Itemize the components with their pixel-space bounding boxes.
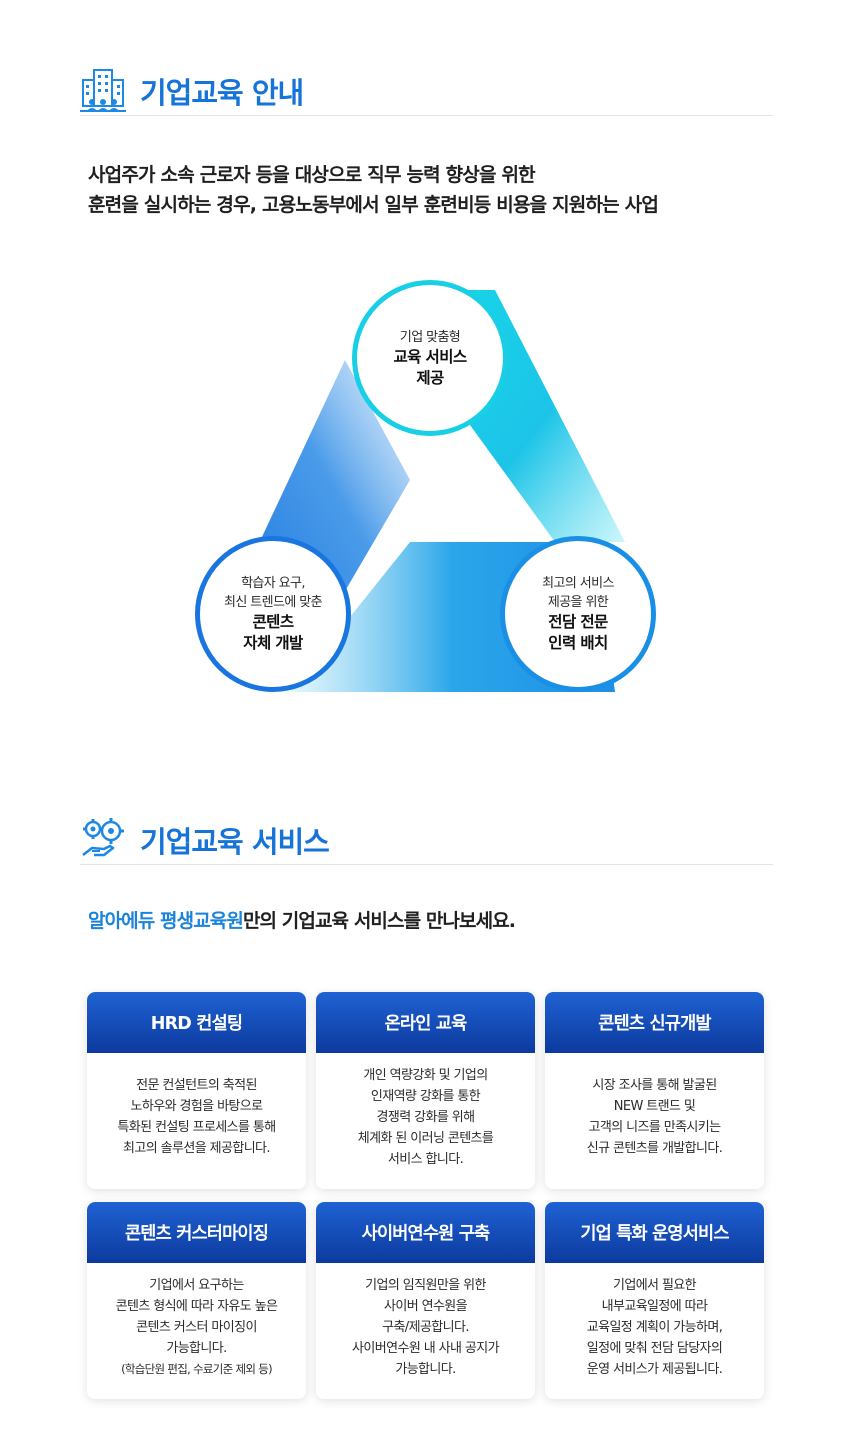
- card-body: 시장 조사를 통해 발굴된 NEW 트랜드 및 고객의 니즈를 만족시키는 신규…: [545, 1053, 764, 1159]
- card-title: HRD 컨설팅: [87, 992, 306, 1053]
- card-note: (학습단원 편집, 수료기준 제외 등): [121, 1362, 272, 1376]
- card-line: 고객의 니즈를 만족시키는: [588, 1120, 721, 1135]
- card-line: 특화된 컨설팅 프로세스를 통해: [117, 1120, 276, 1135]
- card-title: 콘텐츠 신규개발: [545, 992, 764, 1053]
- circle-expert-staff: 최고의 서비스 제공을 위한 전담 전문 인력 배치: [500, 536, 656, 692]
- card-body: 기업에서 필요한 내부교육일정에 따라 교육일정 계획이 가능하며, 일정에 맞…: [545, 1263, 764, 1380]
- gears-hand-icon: [82, 818, 124, 857]
- card-title: 온라인 교육: [316, 992, 535, 1053]
- card-body: 개인 역량강화 및 기업의 인재역량 강화를 통한 경쟁력 강화를 위해 체계화…: [316, 1053, 535, 1170]
- circle-custom-service: 기업 맞춤형 교육 서비스 제공: [352, 280, 508, 436]
- card-line: 기업의 임직원만을 위한: [365, 1278, 486, 1293]
- card-title: 사이버연수원 구축: [316, 1202, 535, 1263]
- card-line: 가능합니다.: [166, 1341, 227, 1356]
- circle-right-big-1: 전담 전문: [548, 613, 608, 631]
- card-line: 운영 서비스가 제공됩니다.: [586, 1362, 723, 1377]
- services-intro: 알아에듀 평생교육원만의 기업교육 서비스를 만나보세요.: [88, 906, 516, 933]
- card-line: 사이버연수원 내 사내 공지가: [352, 1341, 500, 1356]
- brand-name: 알아에듀 평생교육원: [88, 910, 244, 932]
- service-card-hrd: HRD 컨설팅 전문 컨설턴트의 축적된 노하우와 경험을 바탕으로 특화된 컨…: [87, 992, 306, 1189]
- circle-right-big-2: 인력 배치: [548, 634, 608, 652]
- building-icon: [80, 69, 126, 112]
- card-line: 가능합니다.: [395, 1362, 456, 1377]
- services-intro-rest: 만의 기업교육 서비스를 만나보세요.: [242, 910, 516, 932]
- section-header-services: 기업교육 서비스: [80, 815, 773, 865]
- card-title: 콘텐츠 커스터마이징: [87, 1202, 306, 1263]
- card-line: 기업에서 요구하는: [149, 1278, 244, 1293]
- card-line: 신규 콘텐츠를 개발합니다.: [586, 1141, 723, 1156]
- card-line: 구축/제공합니다.: [382, 1320, 469, 1335]
- circle-left-big-1: 콘텐츠: [252, 613, 295, 631]
- intro-text: 사업주가 소속 근로자 등을 대상으로 직무 능력 향상을 위한 훈련을 실시하…: [88, 160, 788, 220]
- card-body: 기업의 임직원만을 위한 사이버 연수원을 구축/제공합니다. 사이버연수원 내…: [316, 1263, 535, 1380]
- circle-content-dev: 학습자 요구, 최신 트렌드에 맞춘 콘텐츠 자체 개발: [195, 536, 351, 692]
- card-line: 일정에 맞춰 전담 담당자의: [586, 1341, 723, 1356]
- service-card-cyber-academy: 사이버연수원 구축 기업의 임직원만을 위한 사이버 연수원을 구축/제공합니다…: [316, 1202, 535, 1399]
- card-line: 사이버 연수원을: [383, 1299, 468, 1314]
- section-header-guide: 기업교육 안내: [80, 66, 773, 116]
- service-triangle-diagram: 기업 맞춤형 교육 서비스 제공 학습자 요구, 최신 트렌드에 맞춘 콘텐츠 …: [195, 280, 656, 700]
- card-line: 체계화 된 이러닝 콘텐츠를: [357, 1131, 494, 1146]
- circle-left-big-2: 자체 개발: [243, 634, 303, 652]
- card-line: 최고의 솔루션을 제공합니다.: [123, 1141, 271, 1156]
- card-line: 콘텐츠 형식에 따라 자유도 높은: [115, 1299, 278, 1314]
- section-title-guide: 기업교육 안내: [140, 76, 304, 110]
- card-line: 경쟁력 강화를 위해: [376, 1110, 476, 1125]
- card-line: 노하우와 경험을 바탕으로: [130, 1099, 263, 1114]
- intro-line-2: 훈련을 실시하는 경우, 고용노동부에서 일부 훈련비등 비용을 지원하는 사업: [88, 194, 659, 216]
- card-body: 전문 컨설턴트의 축적된 노하우와 경험을 바탕으로 특화된 컨설팅 프로세스를…: [87, 1053, 306, 1159]
- card-line: 교육일정 계획이 가능하며,: [586, 1320, 723, 1335]
- service-card-operation: 기업 특화 운영서비스 기업에서 필요한 내부교육일정에 따라 교육일정 계획이…: [545, 1202, 764, 1399]
- service-card-online: 온라인 교육 개인 역량강화 및 기업의 인재역량 강화를 통한 경쟁력 강화를…: [316, 992, 535, 1189]
- card-line: 콘텐츠 커스터 마이징이: [136, 1320, 257, 1335]
- card-line: 내부교육일정에 따라: [601, 1299, 708, 1314]
- card-title: 기업 특화 운영서비스: [545, 1202, 764, 1263]
- circle-top-big-2: 제공: [416, 368, 444, 387]
- circle-top-big-1: 교육 서비스: [393, 347, 467, 366]
- circle-right-small-2: 제공을 위한: [547, 595, 609, 610]
- card-line: 서비스 합니다.: [387, 1152, 464, 1167]
- circle-right-small-1: 최고의 서비스: [542, 576, 614, 591]
- card-line: NEW 트랜드 및: [613, 1099, 696, 1114]
- card-line: 개인 역량강화 및 기업의: [363, 1068, 488, 1083]
- circle-left-small-1: 학습자 요구,: [241, 576, 305, 591]
- card-line: 전문 컨설턴트의 축적된: [136, 1078, 257, 1093]
- service-card-content-dev: 콘텐츠 신규개발 시장 조사를 통해 발굴된 NEW 트랜드 및 고객의 니즈를…: [545, 992, 764, 1189]
- circle-top-small: 기업 맞춤형: [399, 329, 461, 345]
- service-card-customizing: 콘텐츠 커스터마이징 기업에서 요구하는 콘텐츠 형식에 따라 자유도 높은 콘…: [87, 1202, 306, 1399]
- card-body: 기업에서 요구하는 콘텐츠 형식에 따라 자유도 높은 콘텐츠 커스터 마이징이…: [87, 1263, 306, 1380]
- circle-left-small-2: 최신 트렌드에 맞춘: [224, 595, 323, 610]
- card-line: 시장 조사를 통해 발굴된: [592, 1078, 717, 1093]
- card-line: 인재역량 강화를 통한: [370, 1089, 481, 1104]
- card-line: 기업에서 필요한: [612, 1278, 697, 1293]
- intro-line-1: 사업주가 소속 근로자 등을 대상으로 직무 능력 향상을 위한: [88, 164, 536, 186]
- section-title-services: 기업교육 서비스: [140, 825, 330, 859]
